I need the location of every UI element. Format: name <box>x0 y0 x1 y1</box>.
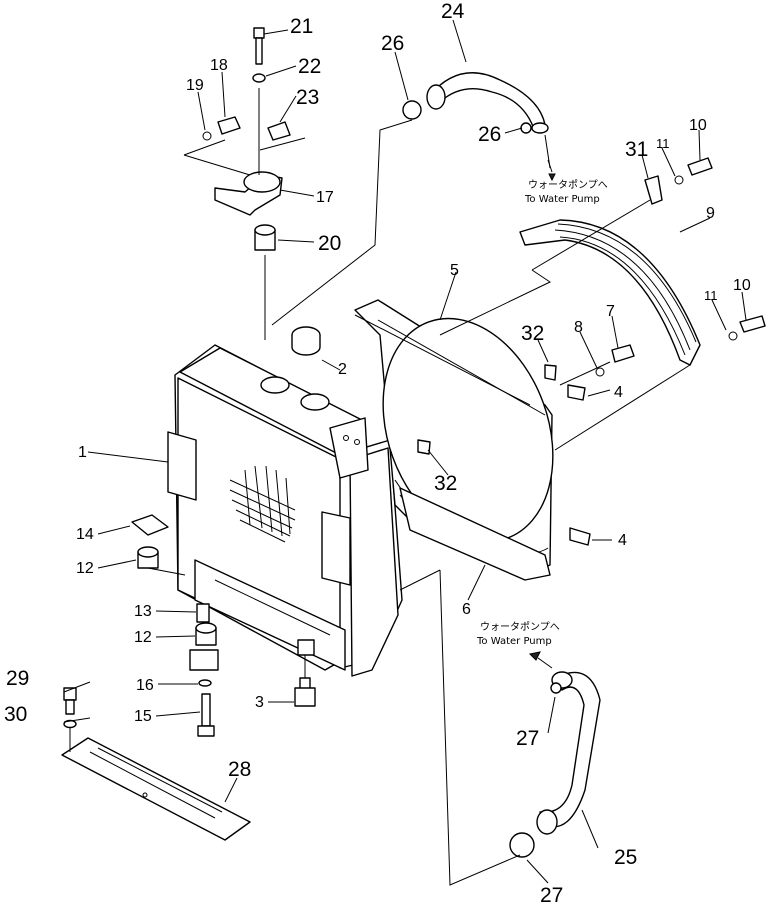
label-part-27b: 27 <box>540 884 563 907</box>
label-part-9: 9 <box>706 205 715 222</box>
clip-4a <box>567 384 586 401</box>
label-part-7: 7 <box>606 303 615 320</box>
label-part-18: 18 <box>210 57 228 74</box>
label-part-19: 19 <box>186 77 204 94</box>
label-part-11b: 11 <box>704 288 718 303</box>
hose-clamp-26b <box>520 122 532 134</box>
water-pump-notes: ウォータポンプへ To Water Pump ウォータポンプへ To Water… <box>476 179 608 647</box>
label-part-15: 15 <box>134 708 152 725</box>
label-part-27a: 27 <box>516 727 539 750</box>
label-part-20: 20 <box>318 232 341 255</box>
fan-guard-band <box>519 219 701 366</box>
label-part-32b: 32 <box>434 472 457 495</box>
upper-hose <box>426 72 549 134</box>
label-part-10b: 10 <box>733 277 751 294</box>
arrow-to-pump-top <box>548 173 556 182</box>
label-part-32a: 32 <box>521 322 544 345</box>
part-number-labels: 1 2 3 4 4 5 6 7 8 9 10 10 11 11 12 12 13… <box>4 0 751 907</box>
label-part-12a: 12 <box>76 560 94 577</box>
radiator-assembly <box>167 344 403 677</box>
note-top-english: To Water Pump <box>524 194 600 205</box>
nut-32a <box>544 364 557 381</box>
core-mesh-icon <box>229 465 296 543</box>
label-part-22: 22 <box>298 55 321 78</box>
label-part-31: 31 <box>625 138 648 161</box>
radiator-cap <box>291 326 321 356</box>
lower-mount-parts <box>131 514 219 737</box>
label-part-29: 29 <box>6 667 29 690</box>
label-part-24: 24 <box>441 0 465 23</box>
washer-8 <box>595 367 605 377</box>
label-part-6: 6 <box>462 601 471 618</box>
under-cover <box>61 687 251 841</box>
label-part-1: 1 <box>78 444 87 461</box>
bolt-10a <box>687 157 713 176</box>
label-part-23: 23 <box>296 86 319 109</box>
label-part-30: 30 <box>4 703 27 726</box>
clip-4b <box>569 527 591 546</box>
note-bottom-english: To Water Pump <box>476 636 552 647</box>
clip-31 <box>644 175 663 205</box>
label-part-25: 25 <box>614 846 637 869</box>
label-part-21: 21 <box>290 15 313 38</box>
label-part-2: 2 <box>338 361 347 378</box>
washer-11b <box>728 331 738 341</box>
label-part-17: 17 <box>316 189 334 206</box>
drain-valve <box>294 655 316 707</box>
hose-clamp-27a <box>550 682 562 694</box>
label-part-12b: 12 <box>134 629 152 646</box>
label-part-11a: 11 <box>656 136 670 151</box>
label-part-26a: 26 <box>381 32 404 55</box>
label-part-10a: 10 <box>689 117 707 134</box>
label-part-3: 3 <box>255 694 264 711</box>
note-bottom-japanese: ウォータポンプへ <box>480 621 560 633</box>
lower-hose <box>536 671 601 835</box>
washer-11a <box>674 175 684 185</box>
label-part-13: 13 <box>134 603 152 620</box>
label-part-16: 16 <box>136 677 154 694</box>
note-top-japanese: ウォータポンプへ <box>528 179 608 191</box>
label-part-4b: 4 <box>618 532 627 549</box>
label-part-28: 28 <box>228 758 251 781</box>
label-part-8: 8 <box>574 319 583 336</box>
top-bracket-parts <box>202 27 291 251</box>
hose-clamp-27b <box>509 832 535 858</box>
arrow-to-pump-bottom <box>528 651 541 661</box>
hose-clamp-26a <box>402 100 422 120</box>
label-part-5: 5 <box>450 262 459 279</box>
label-part-26b: 26 <box>478 123 501 146</box>
nut-32b <box>417 439 431 455</box>
bolt-7 <box>611 344 635 363</box>
label-part-14: 14 <box>76 526 94 543</box>
bolt-10b <box>739 315 766 333</box>
label-part-4a: 4 <box>614 384 623 401</box>
